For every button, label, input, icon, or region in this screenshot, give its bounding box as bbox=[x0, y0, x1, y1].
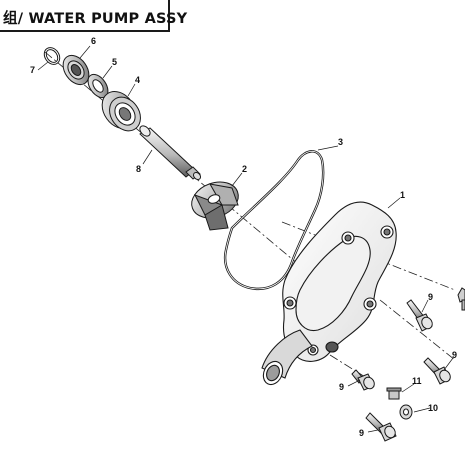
bolt-axis-line-right bbox=[379, 299, 456, 361]
callout-5: 5 bbox=[112, 57, 117, 67]
callout-10: 10 bbox=[428, 403, 438, 413]
bolt-part-9-lower-mid bbox=[351, 369, 375, 391]
bolt-part-9-top bbox=[457, 287, 465, 311]
gasket-part-3 bbox=[223, 150, 325, 291]
bolt-part-9-middle bbox=[406, 299, 433, 332]
callout-7: 7 bbox=[30, 65, 35, 75]
callout-3: 3 bbox=[338, 137, 343, 147]
callout-8: 8 bbox=[136, 164, 141, 174]
shaft-part-8 bbox=[139, 125, 202, 181]
diagram-title: 组/ WATER PUMP ASSY bbox=[3, 11, 188, 27]
callout-labels: 7 6 5 4 8 2 3 1 9 9 9 9 10 11 bbox=[30, 36, 457, 438]
bearing-part-6 bbox=[62, 54, 90, 86]
drain-plug-part-11 bbox=[386, 387, 402, 400]
callout-9-b: 9 bbox=[452, 350, 457, 360]
callout-leader-lines bbox=[37, 45, 454, 433]
callout-9-a: 9 bbox=[428, 292, 433, 302]
callout-1: 1 bbox=[400, 190, 405, 200]
washer-part-10 bbox=[399, 404, 413, 420]
bolt-part-9-bottom bbox=[365, 412, 397, 442]
title-box: 组/ WATER PUMP ASSY bbox=[0, 0, 187, 32]
callout-9-c: 9 bbox=[339, 382, 344, 392]
callout-4: 4 bbox=[135, 75, 140, 85]
callout-9-d: 9 bbox=[359, 428, 364, 438]
pump-cover-part-1 bbox=[261, 201, 397, 386]
impeller-part-2 bbox=[191, 181, 239, 231]
callout-2: 2 bbox=[242, 164, 247, 174]
circlip-part-7 bbox=[43, 47, 61, 65]
mechanical-seal-part-4 bbox=[101, 90, 141, 132]
callout-6: 6 bbox=[91, 36, 96, 46]
callout-11: 11 bbox=[412, 376, 422, 386]
bolt-part-9-right bbox=[423, 357, 451, 385]
